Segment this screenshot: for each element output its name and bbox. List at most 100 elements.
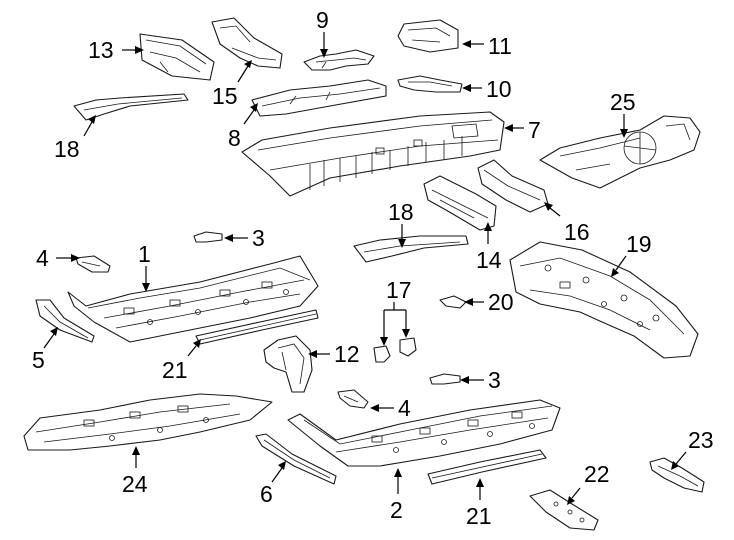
callout-9: 9 [316, 7, 329, 33]
leader-22 [571, 487, 581, 499]
part-18-upper-extension [73, 93, 189, 121]
callout-21-upper: 21 [162, 357, 188, 383]
arrow-18b [398, 239, 406, 248]
part-17-clips [373, 337, 417, 363]
part-20-bracket [439, 295, 467, 309]
arrow-10 [462, 84, 471, 92]
part-25-spare-tire-pan [539, 115, 701, 189]
arrow-4b [370, 404, 379, 412]
part-9-reinforcement [303, 49, 375, 71]
callout-15: 15 [212, 83, 238, 109]
arrow-7 [504, 124, 513, 132]
callout-25: 25 [610, 89, 636, 115]
part-18-mid-extension [353, 235, 469, 263]
leader-21a [187, 345, 197, 357]
leader-16 [549, 207, 561, 217]
part-23-bracket [649, 457, 705, 493]
part-15-bracket [211, 17, 283, 69]
callout-18-mid: 18 [388, 199, 414, 225]
leader-8 [243, 109, 255, 125]
part-6-sill-reinforcement [255, 433, 337, 485]
arrow-20 [464, 298, 473, 306]
callout-1: 1 [138, 241, 151, 267]
callout-3-lower: 3 [488, 367, 501, 393]
callout-16: 16 [564, 219, 590, 245]
arrow-4a [71, 254, 80, 262]
arrow-17b [402, 329, 410, 338]
arrow-8 [250, 103, 258, 112]
leader-6 [271, 467, 283, 483]
callout-10: 10 [486, 76, 512, 102]
arrow-5 [50, 327, 58, 336]
arrow-3a [224, 234, 233, 242]
part-14-crossmember [423, 175, 497, 231]
arrow-25 [620, 129, 628, 138]
callout-4-lower: 4 [398, 395, 411, 421]
part-10-bracket [397, 75, 463, 93]
arrow-12 [308, 350, 317, 358]
part-5-sill-reinforcement [35, 299, 95, 343]
arrow-24 [132, 446, 140, 455]
arrow-6 [278, 461, 286, 470]
arrow-21a [193, 339, 201, 348]
arrow-1 [142, 283, 150, 292]
part-13-crossmember [139, 33, 215, 81]
callout-24: 24 [122, 471, 148, 497]
callout-18-upper: 18 [54, 136, 80, 162]
arrow-19 [611, 268, 619, 277]
arrow-22 [567, 496, 575, 505]
part-12-bracket [263, 335, 313, 393]
part-7-rear-floor-pan [241, 111, 505, 197]
part-3-upper-bracket [193, 231, 223, 243]
part-4-upper-bracket [75, 255, 111, 273]
arrow-23 [671, 461, 679, 470]
callout-21-lower: 21 [466, 503, 492, 529]
part-8-reinforcement [251, 79, 387, 117]
arrow-2 [394, 468, 402, 477]
callout-4-upper: 4 [36, 245, 49, 271]
callout-13: 13 [88, 37, 114, 63]
arrow-9 [320, 49, 328, 58]
callout-3-upper: 3 [252, 225, 265, 251]
part-24-floor-pan [23, 393, 273, 451]
arrow-14 [484, 222, 492, 231]
leader-5 [43, 333, 55, 349]
part-21-lower-rocker [427, 449, 547, 485]
callout-7: 7 [528, 117, 541, 143]
part-22-bracket [529, 489, 599, 531]
leader-18a [83, 121, 93, 137]
arrow-21b [476, 478, 484, 487]
callout-6: 6 [260, 481, 273, 507]
part-2-front-floor-pan [287, 399, 561, 467]
arrow-17a [380, 337, 388, 346]
part-1-front-floor-pan [67, 255, 319, 343]
callout-11: 11 [488, 33, 512, 59]
part-3-lower-bracket [429, 373, 461, 385]
arrow-3b [460, 376, 469, 384]
leader-23 [675, 451, 687, 465]
part-11-bracket [397, 19, 459, 53]
leader-15 [237, 65, 249, 83]
leader-19 [615, 255, 627, 271]
callout-20: 20 [488, 289, 514, 315]
callout-2: 2 [390, 497, 403, 523]
callout-12: 12 [334, 341, 360, 367]
callout-22: 22 [584, 461, 610, 487]
part-19-side-member [509, 241, 699, 359]
arrow-18a [88, 115, 96, 124]
part-21-upper-rocker [195, 309, 319, 345]
leader-17 [383, 302, 407, 338]
callout-17: 17 [386, 277, 412, 303]
callout-5: 5 [32, 347, 45, 373]
arrow-15 [244, 60, 252, 68]
callout-14: 14 [476, 247, 502, 273]
arrow-11 [462, 40, 471, 48]
callout-23: 23 [688, 427, 714, 453]
callout-8: 8 [228, 125, 241, 151]
callout-19: 19 [626, 231, 652, 257]
part-4-lower-bracket [337, 389, 369, 409]
arrow-13 [135, 46, 144, 54]
arrow-16 [544, 202, 553, 211]
